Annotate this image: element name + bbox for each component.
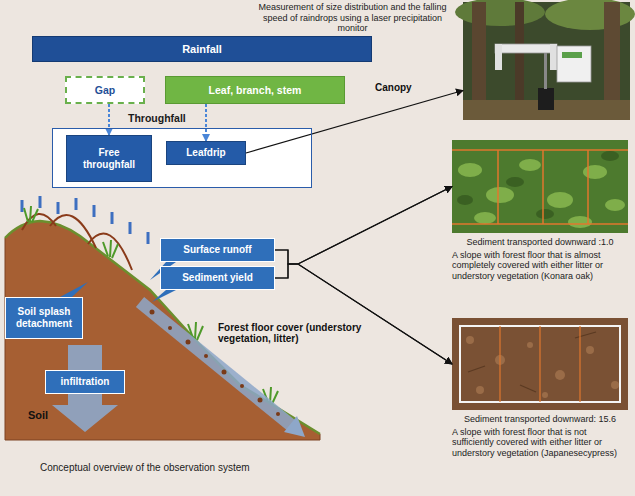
process-callout: Surface runoff: [160, 238, 275, 262]
photo-caption: A slope with forest floor that is not su…: [452, 427, 628, 459]
raindrops: [22, 196, 148, 244]
panel-fill: [52, 128, 312, 188]
photo-bare-slope: [452, 318, 628, 410]
photo-caption: A slope with forest floor that is almost…: [452, 250, 628, 282]
gap-box: Gap: [65, 76, 145, 104]
throughfall-box: Free throughfall: [66, 135, 152, 182]
splash-arcs: [22, 214, 132, 270]
photo-caption: Measurement of size distribution and the…: [250, 2, 455, 34]
photo-covered-slope: [452, 140, 628, 233]
process-callout: infiltration: [45, 370, 125, 394]
connector-arrow: [275, 187, 452, 279]
process-callout: Sediment yield: [160, 266, 275, 290]
photo-caption: Sediment transported downward :1.0: [452, 237, 628, 248]
box-label: Leafdrip: [186, 147, 225, 159]
box-label: infiltration: [61, 376, 110, 388]
throughfall-box: Leafdrip: [166, 141, 246, 165]
photo-frame: Sediment transported downward :1.0 A slop…: [452, 140, 628, 281]
photo-area: [452, 318, 628, 410]
connector-arrow: [108, 104, 110, 135]
connector-arrow: [275, 264, 452, 364]
box-label: Rainfall: [182, 43, 222, 55]
region-label: Canopy: [375, 82, 412, 93]
caption-text: Conceptual overview of the observation s…: [40, 462, 250, 473]
rainfall-box: Rainfall: [32, 36, 372, 62]
photo-caption: Sediment transported downward: 15.6: [452, 414, 628, 425]
connector-arrow: [275, 250, 452, 364]
box-label: Gap: [95, 84, 115, 96]
callout-label: Forest floor cover (understory vegetatio…: [218, 322, 368, 344]
connector-arrow: [275, 187, 452, 265]
box-label: Leaf, branch, stem: [209, 84, 302, 96]
region-label: Soil: [28, 410, 48, 421]
box-label: Sediment yield: [182, 272, 253, 284]
throughfall-panel: ThroughfallFree throughfallLeafdrip: [52, 128, 312, 188]
photo-frame: Sediment transported downward: 15.6 A slo…: [452, 318, 628, 458]
box-heading: Throughfall: [128, 112, 186, 124]
photo-frame: Measurement of size distribution and the…: [463, 2, 630, 120]
callout-pointers: [60, 262, 176, 302]
photo-area: [452, 140, 628, 233]
canopy-box: Leaf, branch, stem: [165, 76, 345, 104]
box-label: Soil splash detachment: [10, 306, 78, 330]
process-callout: Soil splash detachment: [5, 297, 83, 339]
connector-arrow: [205, 104, 207, 141]
photo-monitor: [455, 0, 635, 120]
box-label: Surface runoff: [183, 244, 251, 256]
box-label: Free throughfall: [71, 147, 147, 171]
